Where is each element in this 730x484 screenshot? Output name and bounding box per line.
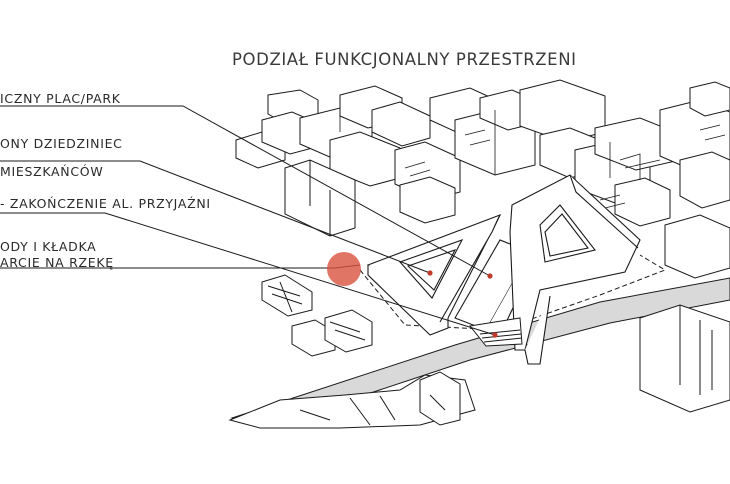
footbridge (469, 317, 523, 347)
leader-lines (0, 105, 496, 336)
label-zakonczenie: - ZAKOŃCZENIE AL. PRZYJAŹNI (0, 196, 211, 211)
dot-plac (487, 273, 493, 279)
label-schody-line2: ARCIE NA RZEKĘ (0, 255, 114, 270)
highlight-zakonczenie (327, 252, 361, 286)
west-buildings (261, 159, 373, 357)
label-dziedziniec-line1: ONY DZIEDZINIEC (0, 136, 123, 151)
label-dziedziniec-line2: MIESZKAŃCÓW (0, 164, 104, 179)
site-boundary (359, 254, 667, 331)
triangle-building-c (509, 174, 641, 365)
south-buildings (228, 304, 730, 429)
label-schody-line1: ODY I KŁADKA (0, 239, 97, 254)
city-blocks-north (235, 79, 730, 279)
dot-dziedziniec (427, 270, 433, 276)
label-plac: ICZNY PLAC/PARK (0, 91, 121, 106)
dot-schody (492, 332, 498, 338)
diagram-title: PODZIAŁ FUNKCJONALNY PRZESTRZENI (232, 50, 577, 69)
triangle-building-a (366, 213, 502, 336)
block-details (299, 108, 726, 209)
